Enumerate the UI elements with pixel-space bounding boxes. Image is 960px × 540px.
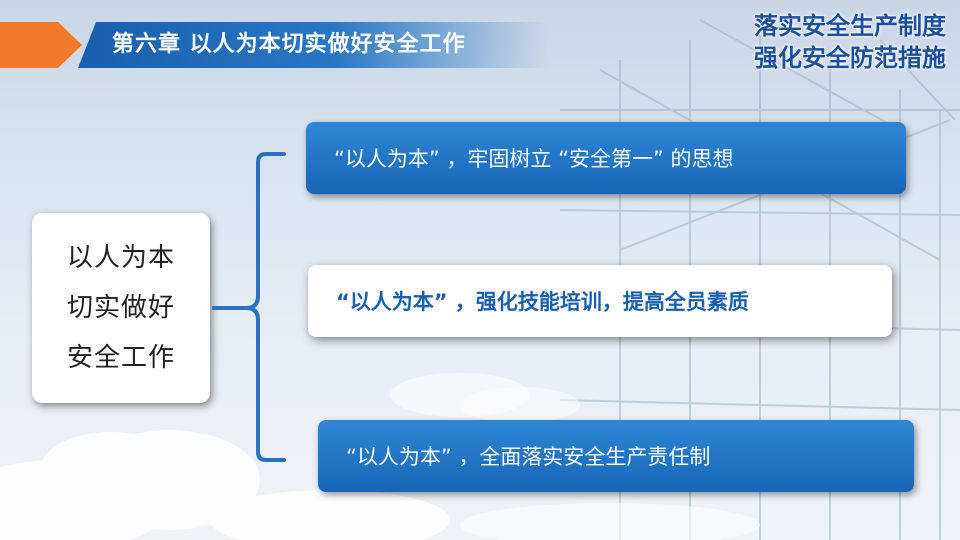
slogan-line-2: 强化安全防范措施 (754, 44, 946, 72)
header-arrow-icon (0, 22, 82, 68)
item-card-2: “以人为本” ，强化技能培训，提高全员素质 (308, 265, 892, 337)
slogan: 落实安全生产制度 强化安全防范措施 (754, 10, 946, 74)
clouds (0, 373, 760, 540)
bracket-connector (212, 152, 286, 462)
theme-box: 以人为本 切实做好 安全工作 (32, 213, 210, 403)
chapter-title: 第六章 以人为本切实做好安全工作 (112, 32, 466, 57)
item-card-text: “以人为本” ，牢固树立 “安全第一” 的思想 (334, 147, 734, 171)
scaffolding-lines (559, 19, 960, 540)
item-card-text: “以人为本” ，强化技能培训，提高全员素质 (336, 290, 749, 314)
item-card-text: “以人为本” ，全面落实安全生产责任制 (346, 445, 711, 469)
item-card-3: “以人为本” ，全面落实安全生产责任制 (318, 420, 914, 492)
item-card-1: “以人为本” ，牢固树立 “安全第一” 的思想 (306, 122, 906, 194)
theme-line: 安全工作 (66, 343, 175, 373)
theme-line: 以人为本 (66, 243, 175, 273)
slogan-line-1: 落实安全生产制度 (754, 12, 946, 40)
header-bar (78, 22, 548, 68)
theme-line: 切实做好 (66, 293, 175, 323)
